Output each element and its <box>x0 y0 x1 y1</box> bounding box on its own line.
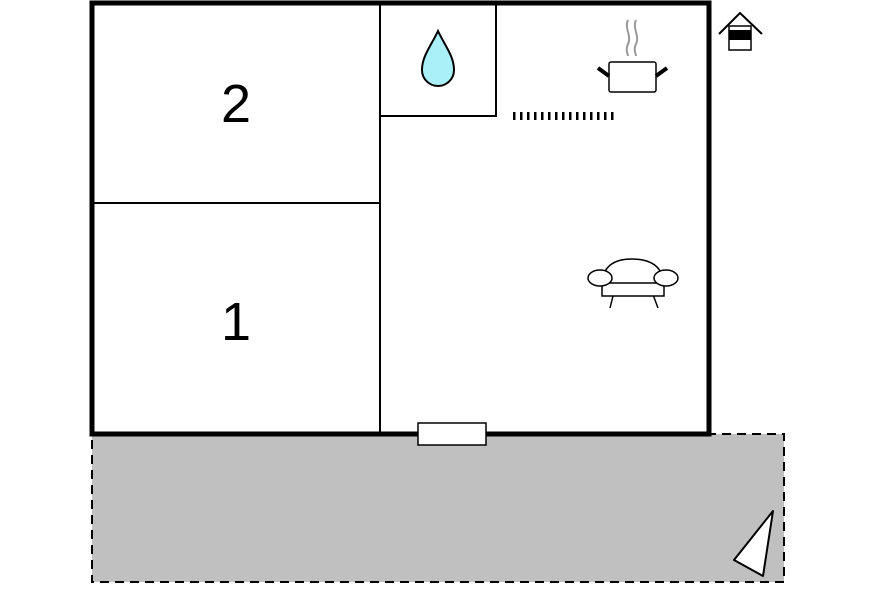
cooking-pot-icon <box>596 19 669 93</box>
house-floor-icon <box>718 11 763 51</box>
sofa-icon <box>587 258 679 309</box>
room-label-1: 1 <box>221 292 251 352</box>
north-arrow-icon <box>733 510 774 577</box>
entrance-door[interactable] <box>417 422 487 446</box>
water-drop-icon <box>420 28 456 87</box>
terrace <box>91 433 785 583</box>
bathroom-wall <box>380 3 497 117</box>
room-label-2: 2 <box>221 74 251 134</box>
